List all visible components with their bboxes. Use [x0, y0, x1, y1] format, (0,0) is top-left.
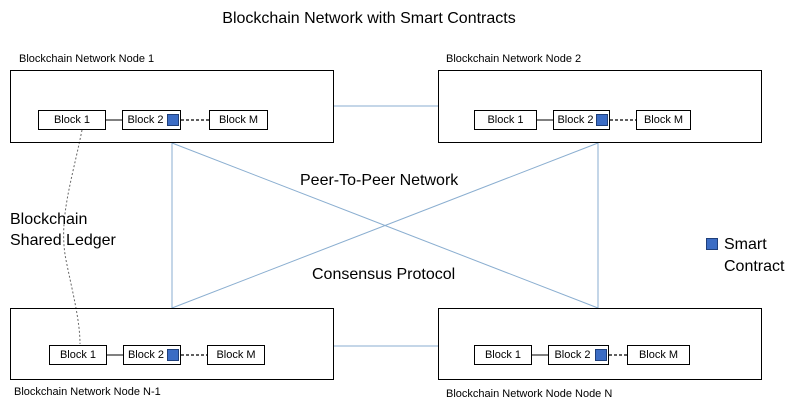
node-1-block-m: Block M — [209, 110, 268, 130]
node-1-box — [10, 70, 334, 143]
shared-ledger-label-line2: Shared Ledger — [10, 232, 116, 249]
smart-contract-icon — [167, 114, 179, 126]
smart-contract-icon — [167, 349, 179, 361]
node-n-1-label: Blockchain Network Node N-1 — [14, 386, 161, 398]
node-2-box — [438, 70, 762, 143]
node-n-block-m: Block M — [627, 345, 690, 365]
node-2-block-1: Block 1 — [474, 110, 537, 130]
peer-to-peer-label: Peer-To-Peer Network — [300, 172, 459, 189]
node-n-label: Blockchain Network Node Node N — [446, 388, 613, 400]
legend-label-line2: Contract — [724, 258, 785, 275]
node-2-block-m: Block M — [636, 110, 691, 130]
smart-contract-icon — [595, 349, 607, 361]
node-n-box — [438, 308, 762, 380]
legend-smart-contract-icon — [706, 238, 718, 250]
node-1-block-1: Block 1 — [38, 110, 106, 130]
node-n-1-block-m: Block M — [207, 345, 265, 365]
node-n-1-block-2: Block 2 — [123, 345, 181, 365]
node-n-1-block-1: Block 1 — [49, 345, 107, 365]
node-n-block-1: Block 1 — [474, 345, 532, 365]
link-node2-nodeN1 — [171, 142, 599, 309]
node-n-block-2: Block 2 — [548, 345, 609, 365]
smart-contract-icon — [596, 114, 608, 126]
shared-ledger-curve — [63, 129, 83, 345]
diagram-title: Blockchain Network with Smart Contracts — [222, 10, 516, 27]
node-1-block-2: Block 2 — [122, 110, 181, 130]
consensus-protocol-label: Consensus Protocol — [312, 266, 456, 283]
legend-label-line1: Smart — [724, 236, 767, 253]
node-1-label: Blockchain Network Node 1 — [19, 53, 155, 65]
node-2-label: Blockchain Network Node 2 — [446, 53, 582, 65]
node-n-1-box — [10, 308, 334, 380]
shared-ledger-label-line1: Blockchain — [10, 211, 88, 228]
node-2-block-2: Block 2 — [553, 110, 610, 130]
